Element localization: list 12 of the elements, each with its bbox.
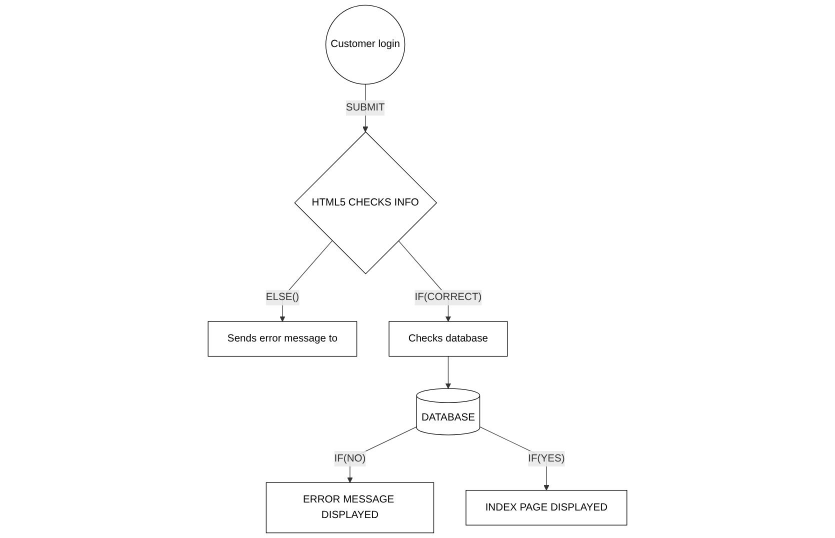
edge-label: IF(CORRECT) <box>414 292 482 303</box>
node-box: Checks database <box>388 321 508 357</box>
node-circle: Customer login <box>326 4 406 84</box>
arrow <box>445 356 452 389</box>
edge-label: IF(YES) <box>528 452 565 464</box>
node-box: ERROR MESSAGE DISPLAYED <box>266 482 434 534</box>
node-box: INDEX PAGE DISPLAYED <box>466 490 628 526</box>
edge-label: IF(NO) <box>334 452 366 464</box>
node-diamond: HTML5 CHECKS INFO <box>294 131 438 274</box>
edge-label: SUBMIT <box>346 102 385 114</box>
node-box: Sends error message to <box>208 321 358 357</box>
edge-label: ELSE() <box>266 292 300 303</box>
